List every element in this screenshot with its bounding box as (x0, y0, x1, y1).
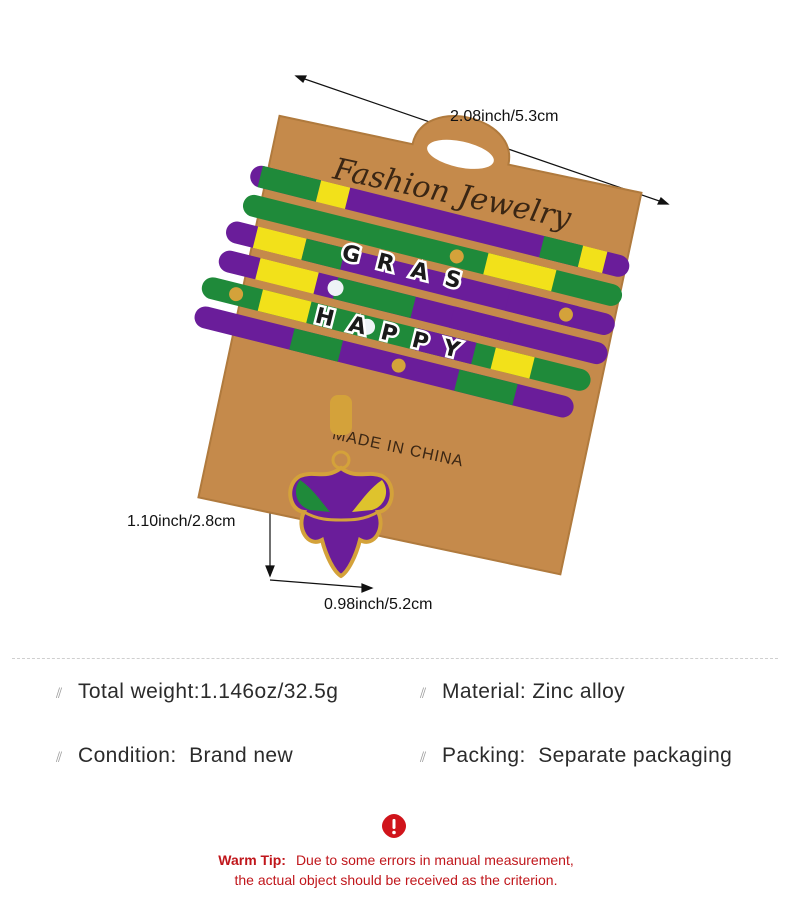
spec-value: Separate packaging (538, 744, 733, 767)
warning-icon (382, 814, 406, 838)
spec-value: 1.146oz/32.5g (199, 680, 339, 703)
spec-value: Zinc alloy (532, 680, 626, 703)
warm-tip-line-2: the actual object should be received as … (234, 872, 558, 888)
pendant-dimension-label: 0.98inch/5.2cm (324, 596, 433, 613)
leaf-bullet-icon: ⫽ (56, 685, 63, 701)
spec-value: Brand new (189, 744, 294, 767)
spec-label: Packing (442, 744, 520, 767)
pendant-arrow (269, 579, 374, 593)
section-divider (12, 658, 778, 659)
warm-tip-line-1: Warm Tip:Due to some errors in manual me… (218, 852, 574, 868)
fleur-de-lis-charm (288, 395, 394, 579)
spec-material: ⫽Material: Zinc alloy (420, 680, 626, 703)
leaf-bullet-icon: ⫽ (420, 685, 427, 701)
spec-condition: ⫽Condition: Brand new (56, 744, 294, 767)
spec-label: Material (442, 680, 520, 703)
spec-label: Total weight (78, 680, 194, 703)
warm-tip-label: Warm Tip: (218, 852, 286, 868)
width-dimension-label: 2.08inch/5.3cm (450, 108, 559, 125)
spec-total-weight: ⫽Total weight:1.146oz/32.5g (56, 680, 339, 703)
leaf-bullet-icon: ⫽ (420, 749, 427, 765)
bracelet-strands: GRAS HAPPY (194, 165, 630, 418)
leaf-bullet-icon: ⫽ (56, 749, 63, 765)
spec-packing: ⫽Packing: Separate packaging (420, 744, 733, 767)
product-image: Fashion Jewelry MADE IN CHINA (194, 75, 670, 593)
height-dimension-label: 1.10inch/2.8cm (127, 513, 236, 530)
spec-label: Condition (78, 744, 171, 767)
